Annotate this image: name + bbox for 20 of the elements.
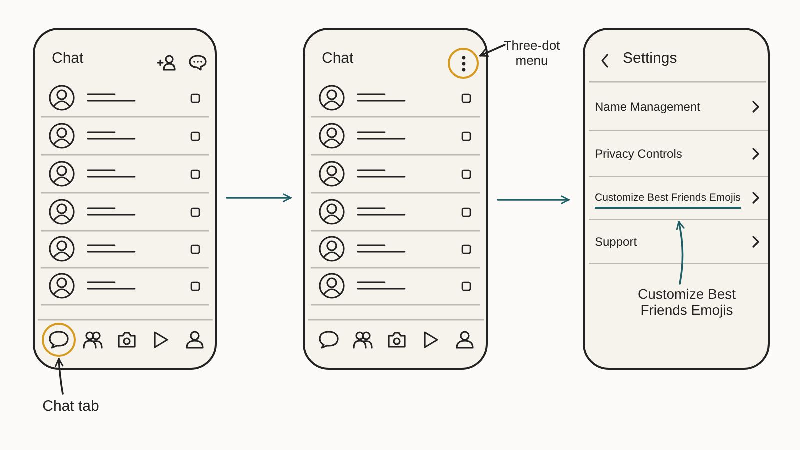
screen-title: Chat bbox=[52, 50, 84, 67]
annotation: Three-dot menu bbox=[500, 38, 564, 68]
annotation: Chat tab bbox=[36, 398, 106, 415]
flow-arrow bbox=[497, 196, 570, 204]
phone-screen bbox=[583, 28, 770, 370]
screen-title: Chat bbox=[322, 50, 354, 67]
flow-arrow bbox=[226, 194, 292, 202]
highlight-circle bbox=[42, 323, 76, 357]
row-label: Customize Best Friends Emojis bbox=[595, 192, 741, 209]
phone-screen bbox=[33, 28, 217, 370]
leader-arrow bbox=[676, 221, 685, 285]
row-label: Privacy Controls bbox=[595, 146, 682, 160]
row-label: Name Management bbox=[595, 100, 700, 114]
highlight-circle bbox=[448, 48, 479, 79]
row-label: Support bbox=[595, 234, 638, 248]
leader-arrow bbox=[55, 358, 64, 395]
annotation: Customize Best Friends Emojis bbox=[627, 286, 747, 318]
screen-title: Settings bbox=[623, 50, 678, 67]
leader-arrow bbox=[480, 44, 506, 58]
phone-screen bbox=[303, 28, 488, 370]
